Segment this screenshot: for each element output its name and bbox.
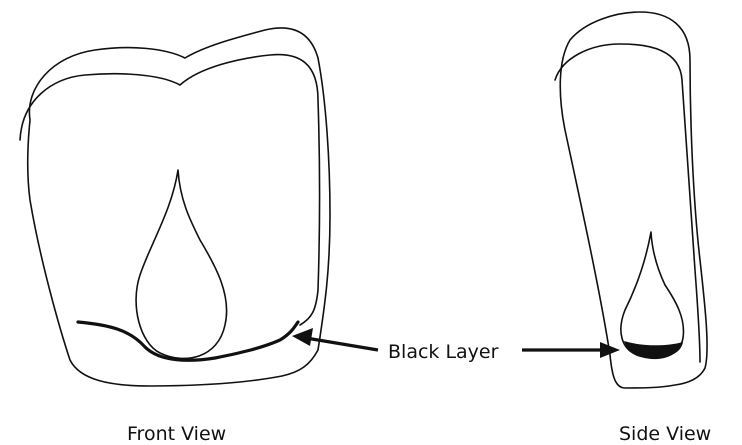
front-kernel-inner-outline — [20, 55, 320, 325]
front-view-caption: Front View — [127, 423, 226, 445]
front-kernel-outer-outline — [28, 28, 330, 386]
side-view-kernel — [555, 12, 707, 388]
side-view-caption: Side View — [619, 423, 711, 445]
front-embryo-outline — [136, 170, 227, 358]
front-black-layer-line — [78, 322, 298, 360]
side-black-layer-fill — [624, 341, 683, 358]
black-layer-callout: Black Layer — [292, 328, 620, 363]
side-embryo-outline — [621, 232, 684, 358]
front-view-kernel — [20, 28, 330, 386]
side-kernel-inner-outline — [555, 44, 700, 362]
front-arrowhead-icon — [292, 328, 313, 346]
black-layer-label: Black Layer — [388, 341, 499, 363]
front-arrow-shaft — [306, 338, 378, 350]
side-kernel-outer-outline — [560, 12, 707, 388]
